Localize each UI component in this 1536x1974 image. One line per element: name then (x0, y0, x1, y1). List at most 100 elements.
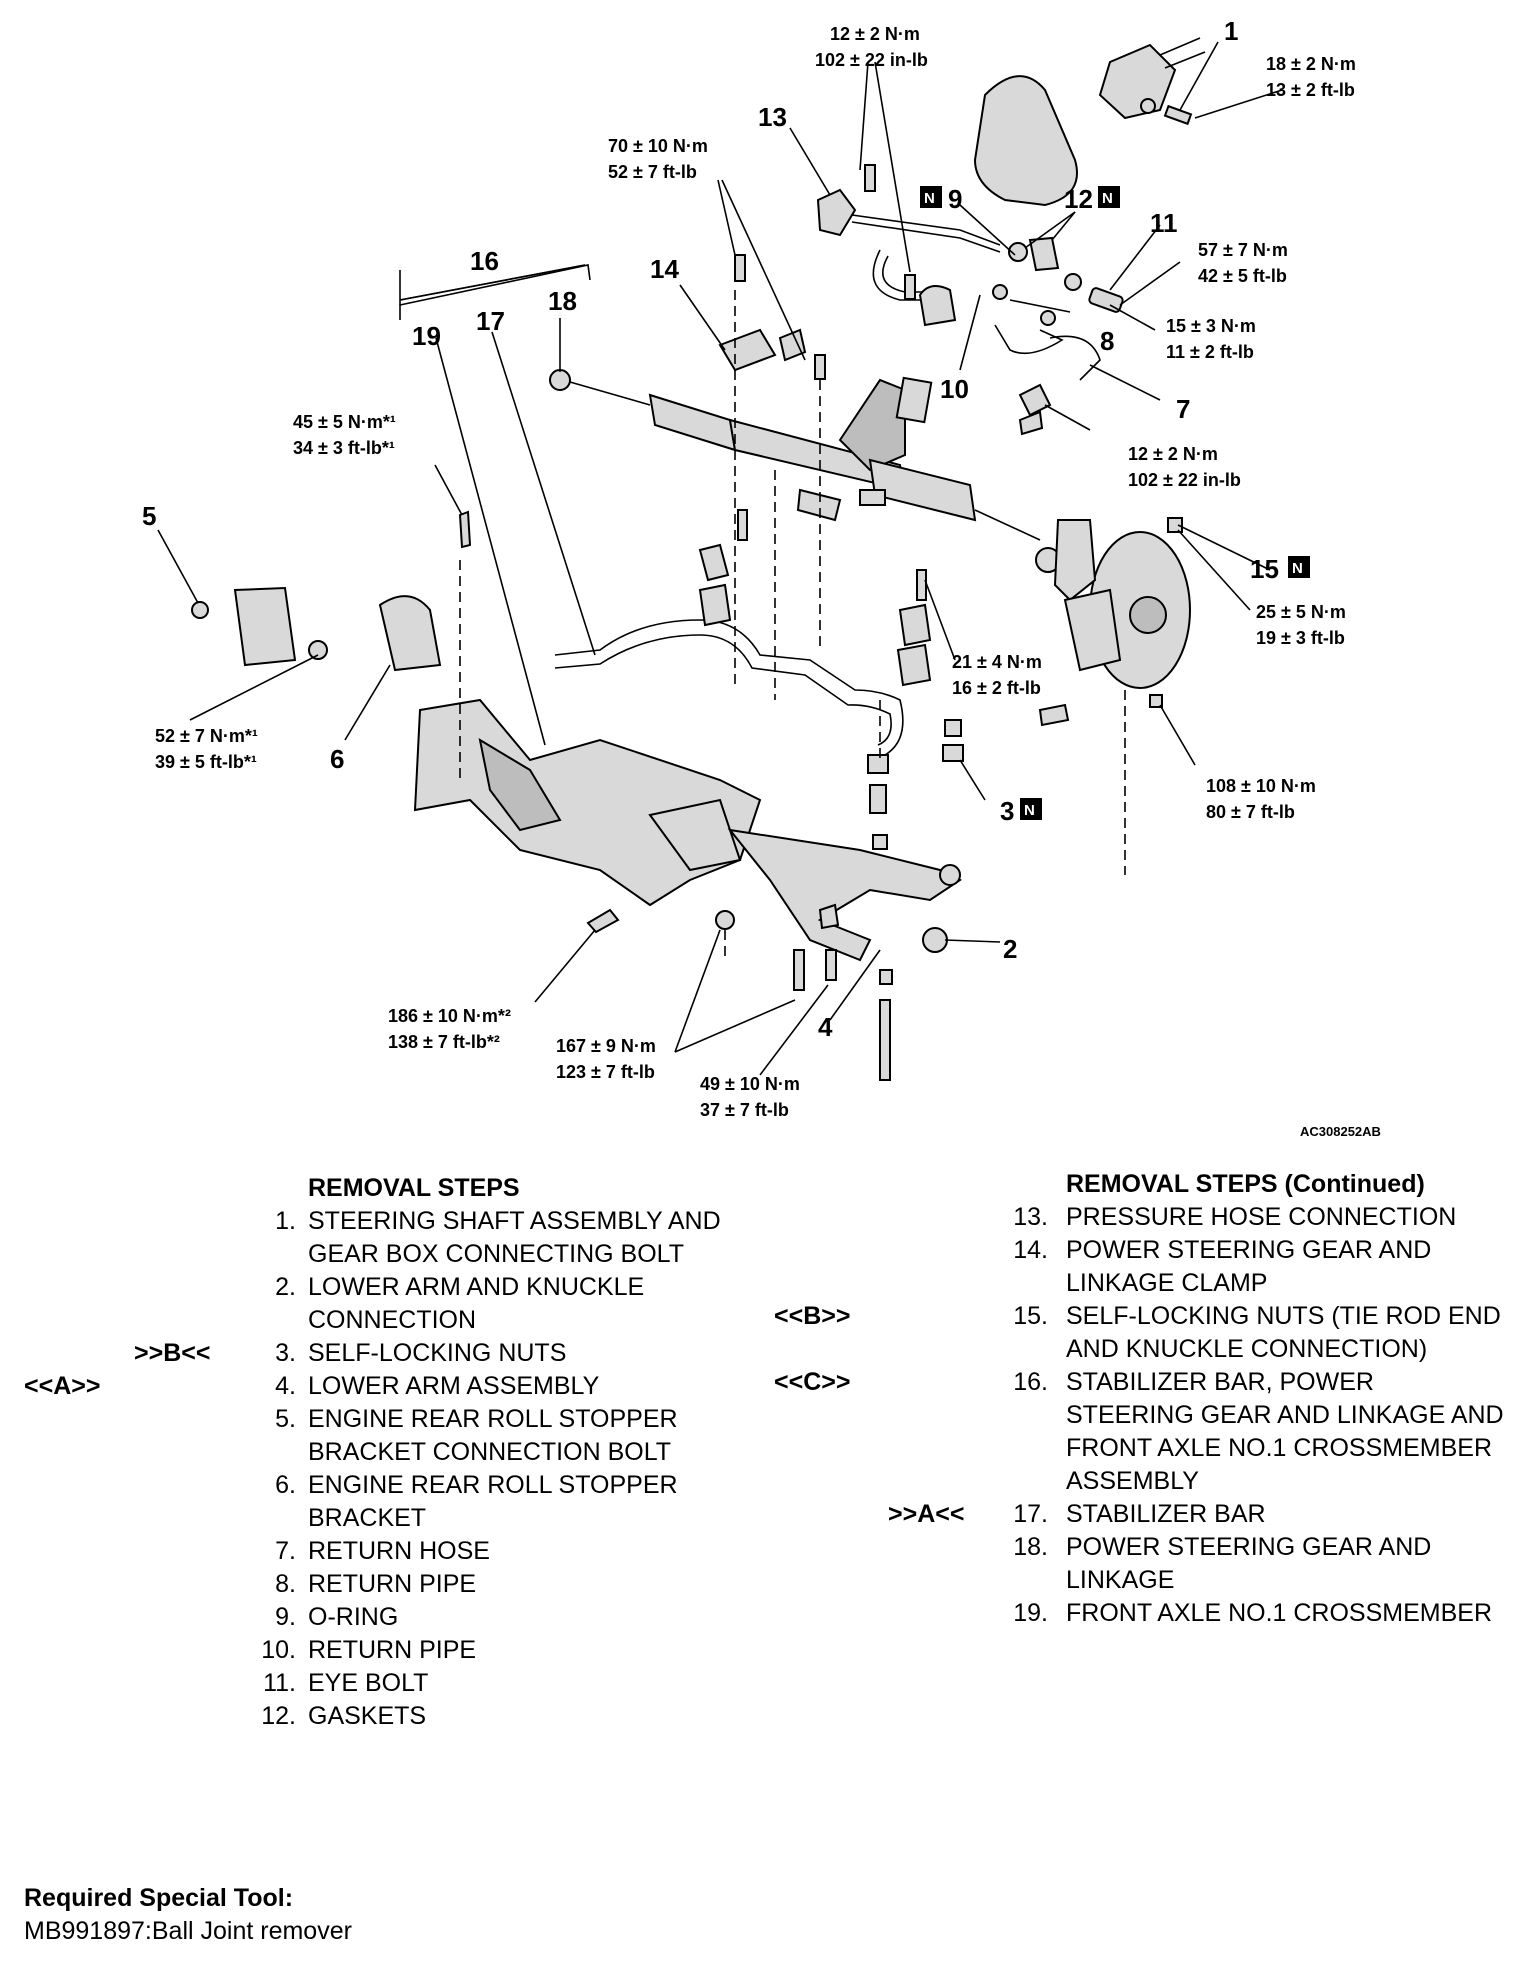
callout-15: 15 (1250, 554, 1279, 584)
step-13: 13.PRESSURE HOSE CONNECTION (1013, 1203, 1457, 1231)
exploded-diagram: 1 2 3 4 5 6 7 8 9 10 11 12 13 14 15 16 1… (142, 16, 1381, 1139)
step-mark: <<A>> (24, 1372, 101, 1400)
torque-4-nm: 49 ± 10 N·m (700, 1074, 800, 1094)
crossmember (413, 698, 762, 907)
callout-12: 12 (1064, 184, 1093, 214)
step-5: 5.ENGINE REAR ROLL STOPPER BRACKET CONNE… (275, 1405, 678, 1466)
torque-15-ft: 19 ± 3 ft-lb (1256, 628, 1345, 648)
n-mark-3: N (1020, 798, 1042, 820)
callout-5: 5 (142, 501, 156, 531)
step-15: <<B>>15.SELF-LOCKING NUTS (TIE ROD END A… (774, 1302, 1501, 1363)
steering-rack (549, 369, 1061, 573)
step-1: 1.STEERING SHAFT ASSEMBLY AND GEAR BOX C… (275, 1207, 721, 1268)
callout-19: 19 (412, 321, 441, 351)
torque-cm-nm: 186 ± 10 N·m*² (388, 1006, 511, 1026)
torque-6-nm: 52 ± 7 N·m*¹ (155, 726, 258, 746)
removal-steps-left: REMOVAL STEPS 1.STEERING SHAFT ASSEMBLY … (24, 1172, 752, 1733)
torque-top-in: 102 ± 22 in-lb (815, 50, 928, 70)
svg-text:N: N (1102, 190, 1113, 207)
n-mark-9: N (920, 186, 942, 208)
torque-knk-nm: 108 ± 10 N·m (1206, 776, 1316, 796)
torque-la-nm: 167 ± 9 N·m (556, 1036, 656, 1056)
step-9: 9.O-RING (275, 1603, 399, 1631)
torque-stab-nm: 21 ± 4 N·m (952, 652, 1042, 672)
n-mark-12: N (1098, 186, 1120, 208)
torque-5-nm: 45 ± 5 N·m*¹ (293, 412, 396, 432)
step-10: 10.RETURN PIPE (261, 1636, 477, 1664)
torque-15-nm: 25 ± 5 N·m (1256, 602, 1346, 622)
step-mark: <<C>> (774, 1368, 851, 1396)
step-12: 12.GASKETS (261, 1702, 427, 1730)
callout-11: 11 (1150, 208, 1178, 238)
torque-11-ft: 42 ± 5 ft-lb (1198, 266, 1287, 286)
callout-2: 2 (1003, 934, 1017, 964)
step-3: >>B<<3.SELF-LOCKING NUTS (134, 1337, 752, 1370)
callouts: 1 2 3 4 5 6 7 8 9 10 11 12 13 14 15 16 1… (142, 16, 1279, 1042)
callout-4: 4 (818, 1012, 833, 1042)
removal-steps-right: REMOVAL STEPS (Continued) 13.PRESSURE HO… (774, 1168, 1504, 1630)
return-line-group (992, 236, 1124, 436)
lower-arm (586, 828, 962, 1081)
callout-10: 10 (940, 374, 969, 404)
figure-code: AC308252AB (1300, 1124, 1381, 1139)
torque-7-nm: 12 ± 2 N·m (1128, 444, 1218, 464)
svg-text:N: N (1292, 560, 1303, 577)
callout-9: 9 (948, 184, 962, 214)
dust-cover (973, 75, 1078, 207)
step-16: <<C>>16.STABILIZER BAR, POWER STEERING G… (774, 1368, 1504, 1495)
callout-8: 8 (1100, 326, 1114, 356)
tool-title: Required Special Tool: (24, 1884, 294, 1912)
torque-la-ft: 123 ± 7 ft-lb (556, 1062, 655, 1082)
tool-item: MB991897:Ball Joint remover (24, 1917, 352, 1945)
step-2: 2.LOWER ARM AND KNUCKLE CONNECTION (275, 1273, 645, 1334)
alignment-lines (459, 290, 1126, 960)
torque-8-nm: 15 ± 3 N·m (1166, 316, 1256, 336)
torque-4-ft: 37 ± 7 ft-lb (700, 1100, 789, 1120)
clamps (718, 164, 957, 380)
callout-14: 14 (650, 254, 679, 284)
svg-text:N: N (924, 190, 935, 207)
step-17: >>A<<17.STABILIZER BAR (888, 1498, 1504, 1531)
torque-11-nm: 57 ± 7 N·m (1198, 240, 1288, 260)
n-mark-15: N (1288, 556, 1310, 578)
torque-specs: 12 ± 2 N·m 102 ± 22 in-lb 18 ± 2 N·m 13 … (155, 24, 1356, 1120)
removal-steps-header: REMOVAL STEPS (308, 1174, 520, 1202)
torque-stab-ft: 16 ± 2 ft-lb (952, 678, 1041, 698)
removal-steps-continued-header: REMOVAL STEPS (Continued) (1066, 1170, 1425, 1198)
step-mark: >>B<< (134, 1339, 211, 1367)
callout-13: 13 (758, 102, 787, 132)
step-14: 14.POWER STEERING GEAR AND LINKAGE CLAMP (1013, 1236, 1432, 1297)
step-mark: <<B>> (774, 1302, 851, 1330)
torque-13-ft: 52 ± 7 ft-lb (608, 162, 697, 182)
torque-13-nm: 70 ± 10 N·m (608, 136, 708, 156)
step-11: 11.EYE BOLT (263, 1669, 429, 1697)
knuckle-hub (1038, 517, 1191, 727)
callout-16: 16 (470, 246, 499, 276)
torque-cm-ft: 138 ± 7 ft-lb*² (388, 1032, 500, 1052)
callout-6: 6 (330, 744, 344, 774)
steering-shaft-joint (1098, 37, 1206, 126)
callout-18: 18 (548, 286, 577, 316)
step-19: 19.FRONT AXLE NO.1 CROSSMEMBER (1013, 1599, 1493, 1627)
torque-7-in: 102 ± 22 in-lb (1128, 470, 1241, 490)
svg-text:N: N (1024, 802, 1035, 819)
callout-3: 3 (1000, 796, 1014, 826)
torque-knk-ft: 80 ± 7 ft-lb (1206, 802, 1295, 822)
leader-lines (157, 41, 1283, 1076)
callout-1: 1 (1224, 16, 1238, 46)
torque-1-nm: 18 ± 2 N·m (1266, 54, 1356, 74)
step-4: <<A>>4.LOWER ARM ASSEMBLY (24, 1370, 752, 1403)
bracket-16 (399, 264, 591, 320)
torque-5-ft: 34 ± 3 ft-lb*¹ (293, 438, 395, 458)
torque-6-ft: 39 ± 5 ft-lb*¹ (155, 752, 257, 772)
step-7: 7.RETURN HOSE (275, 1537, 490, 1565)
torque-top-nm: 12 ± 2 N·m (830, 24, 920, 44)
stabilizer-bar (554, 509, 932, 756)
step-mark: >>A<< (888, 1500, 965, 1528)
bushings (867, 719, 964, 850)
step-18: 18.POWER STEERING GEAR AND LINKAGE (1013, 1533, 1432, 1594)
pressure-hose (816, 188, 1001, 301)
step-6: 6.ENGINE REAR ROLL STOPPER BRACKET (275, 1471, 678, 1532)
callout-7: 7 (1176, 394, 1190, 424)
required-special-tool: Required Special Tool: MB991897:Ball Joi… (24, 1882, 352, 1948)
